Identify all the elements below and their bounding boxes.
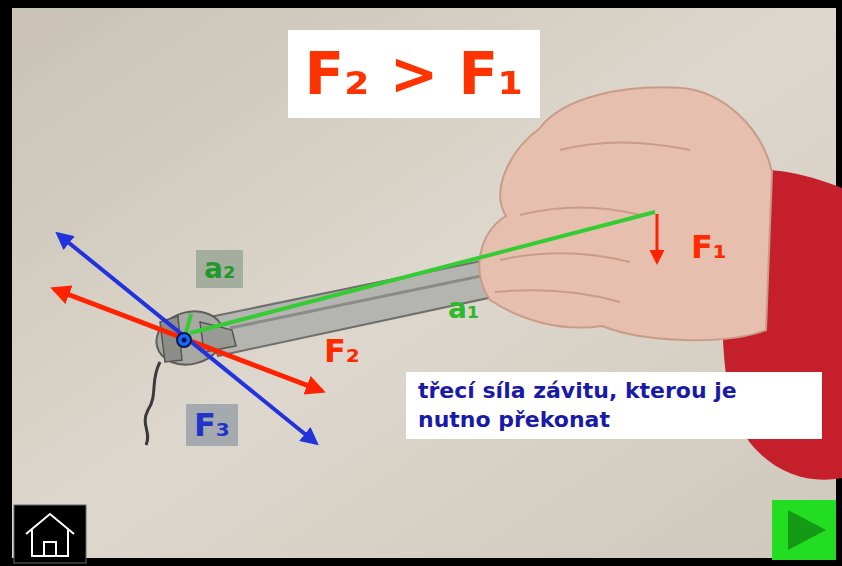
pivot-dot: [177, 333, 191, 347]
force-label: F₃: [186, 404, 238, 446]
note-box: třecí síla závitu, kterou je nutno překo…: [406, 372, 822, 439]
lever-arm-a1: [190, 212, 655, 333]
next-button: [772, 500, 836, 560]
force-arrow-f2: [54, 289, 322, 391]
hand: [479, 87, 772, 340]
pivot-center: [182, 338, 187, 343]
force-arrow-f1: [656, 214, 659, 262]
force-label: F₁: [683, 226, 735, 268]
note-text: třecí síla závitu, kterou je nutno překo…: [418, 377, 810, 434]
title-box: F₂ > F₁: [288, 30, 540, 118]
lever-arm-label: a₂: [196, 250, 243, 288]
force-label: F₂: [316, 330, 368, 372]
string: [145, 362, 160, 445]
wall-photo: [12, 8, 836, 558]
home-icon: [14, 505, 86, 563]
title: F₂ > F₁: [304, 40, 523, 108]
lever-arm-label: a₁: [440, 290, 487, 328]
